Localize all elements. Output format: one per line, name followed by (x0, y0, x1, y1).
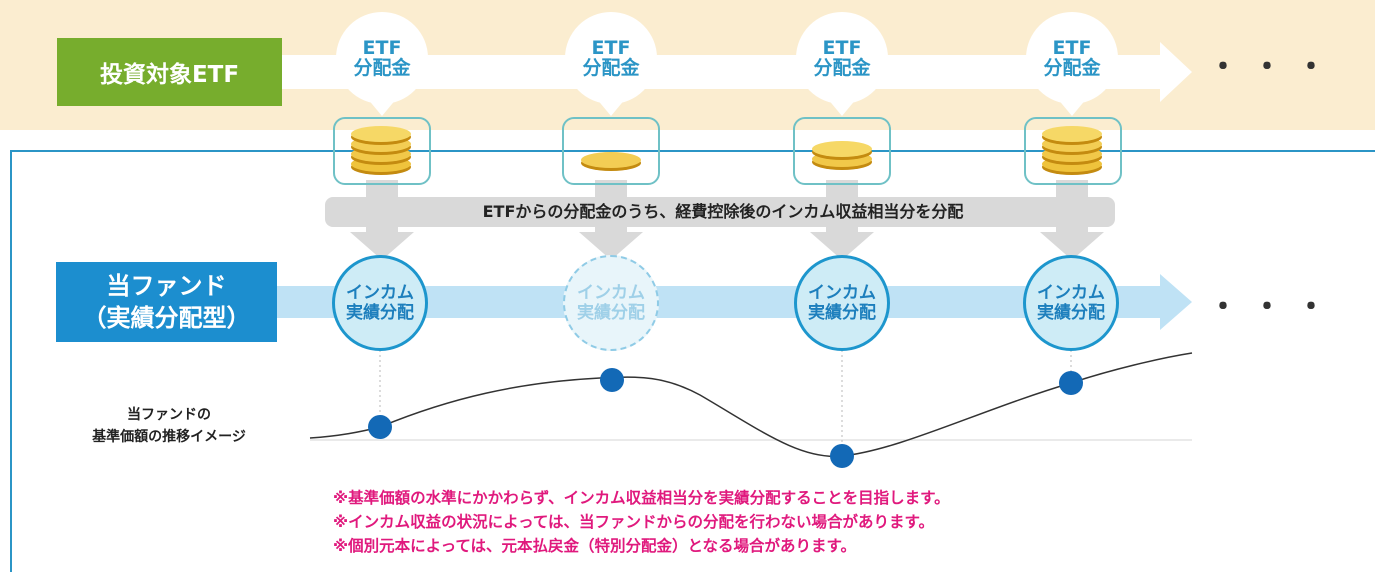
coin-stack-4 (1042, 126, 1102, 175)
coin-stack-2 (581, 152, 641, 171)
income-distribution-circle-skipped: インカム実績分配 (563, 255, 659, 351)
fund-label: 当ファンド（実績分配型） (56, 262, 277, 342)
process-bar (325, 197, 1115, 227)
nav-chart-label: 当ファンドの 基準価額の推移イメージ (92, 407, 246, 445)
diagram-graphics (277, 42, 1193, 468)
coin-box (562, 117, 660, 185)
note-line: ※基準価額の水準にかかわらず、インカム収益相当分を実績分配することを目指します。 (333, 489, 950, 507)
income-distribution-circle: インカム実績分配 (794, 255, 890, 351)
fund-ellipsis: ・・・ (1208, 290, 1340, 325)
income-distribution-circle: インカム実績分配 (1023, 255, 1119, 351)
note-line: ※インカム収益の状況によっては、当ファンドからの分配を行わない場合があります。 (333, 513, 934, 531)
down-arrow (1040, 180, 1104, 260)
etf-label: 投資対象ETF (57, 38, 282, 106)
coin-box (793, 117, 891, 185)
process-text: ETFからの分配金のうち、経費控除後のインカム収益相当分を分配 (482, 202, 964, 221)
coin-box (1024, 117, 1122, 185)
income-distribution-circle: インカム実績分配 (332, 255, 428, 351)
notes: ※基準価額の水準にかかわらず、インカム収益相当分を実績分配することを目指します。… (333, 486, 1233, 558)
down-arrow (350, 180, 414, 260)
etf-ellipsis: ・・・ (1208, 50, 1340, 85)
coin-box (333, 117, 431, 185)
coin-stack-3 (812, 141, 872, 170)
coin-stack-1 (351, 126, 411, 175)
nav-point (830, 444, 854, 468)
down-arrow (810, 180, 874, 260)
down-arrow (579, 180, 643, 260)
nav-point (368, 415, 392, 439)
note-line: ※個別元本によっては、元本払戻金（特別分配金）となる場合があります。 (333, 537, 857, 555)
etf-flow-arrow (282, 42, 1192, 102)
nav-point (1059, 371, 1083, 395)
nav-point (600, 368, 624, 392)
fund-frame (10, 150, 1375, 572)
fund-flow-arrow (277, 274, 1192, 330)
nav-curve (309, 352, 1193, 458)
